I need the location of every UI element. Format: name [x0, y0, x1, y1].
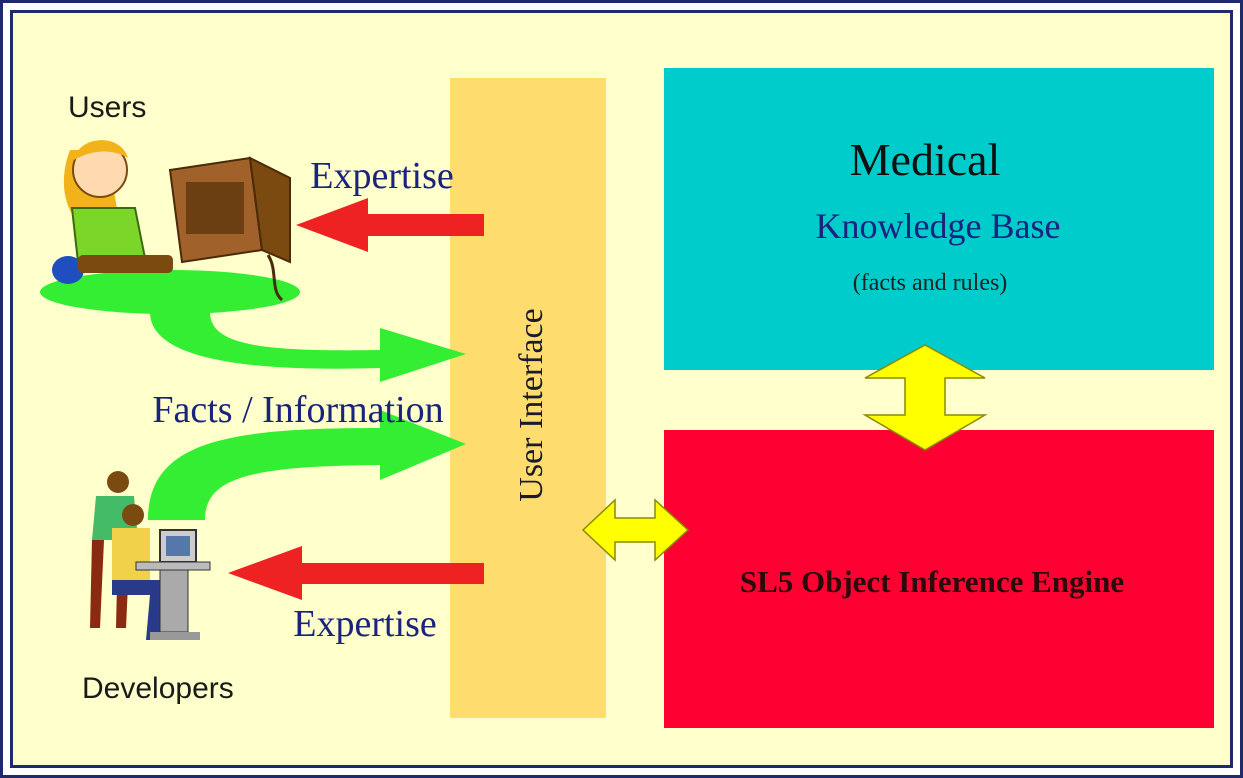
knowledge-base-subtitle: Knowledge Base: [816, 206, 1061, 246]
knowledge-base-box: [664, 68, 1214, 370]
facts-arrow-users: [150, 312, 466, 382]
inference-engine-label: SL5 Object Inference Engine: [740, 564, 1124, 599]
knowledge-base-title: Medical: [850, 134, 1001, 185]
users-label: Users: [68, 91, 146, 124]
expertise-arrow-top: [296, 198, 484, 252]
expertise-label-bottom: Expertise: [293, 603, 437, 645]
developers-label: Developers: [82, 672, 234, 705]
facts-arrow-developers: [148, 410, 466, 520]
expertise-arrow-bottom: [228, 546, 484, 600]
user-interface-bar: [450, 78, 606, 718]
developers-illustration: [90, 471, 211, 640]
expertise-label-top: Expertise: [310, 155, 454, 197]
knowledge-base-note: (facts and rules): [853, 270, 1008, 296]
ui-engine-double-arrow: [581, 498, 690, 562]
kb-engine-double-arrow: [862, 344, 988, 451]
user-interface-label: User Interface: [513, 308, 550, 501]
user-computer-illustration: [40, 140, 300, 314]
inference-engine-box: [664, 430, 1214, 728]
facts-information-label: Facts / Information: [152, 389, 443, 431]
